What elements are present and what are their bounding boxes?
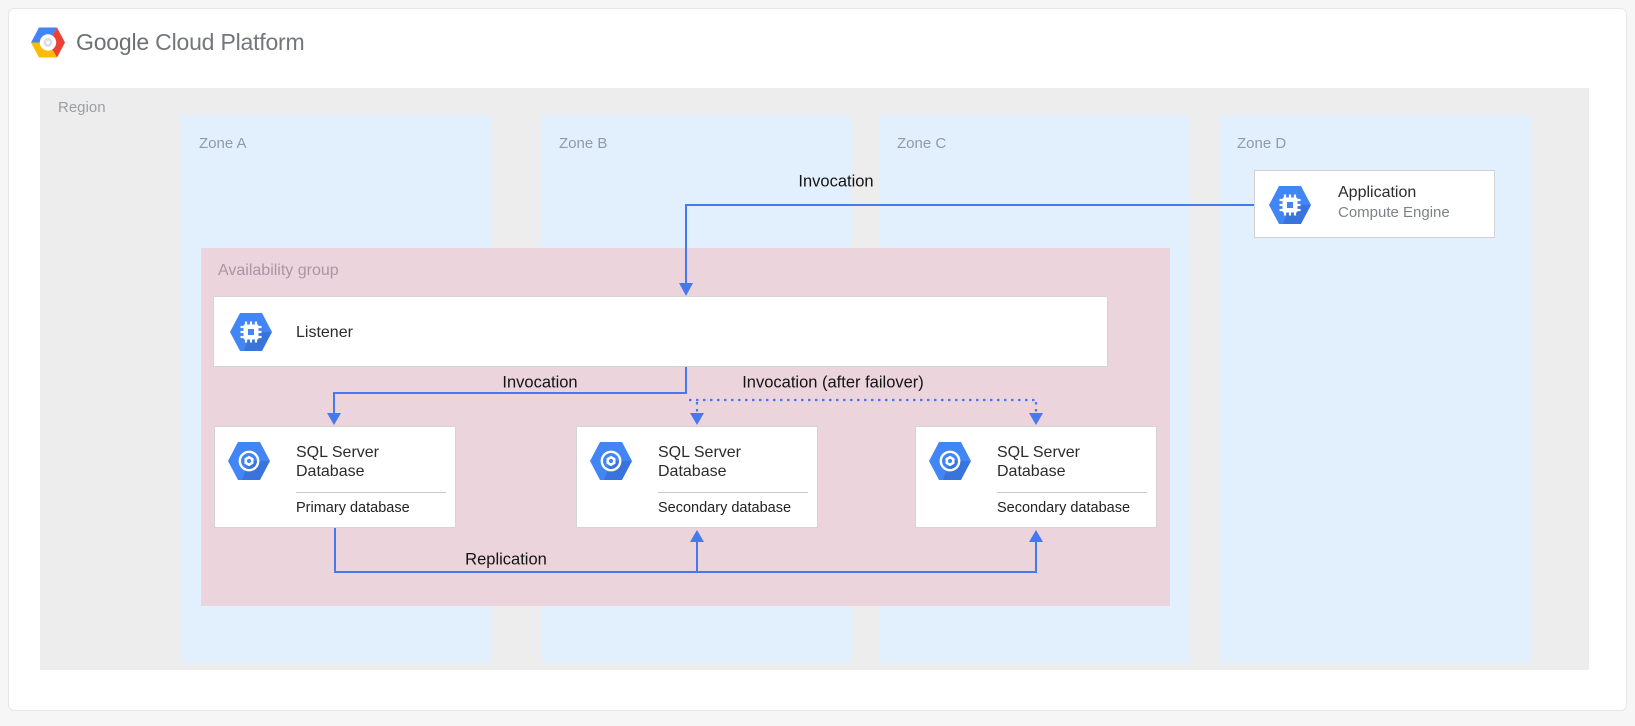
compute-engine-icon: [229, 312, 273, 352]
db-title: SQL Server Database: [296, 444, 379, 480]
db-title: SQL Server Database: [997, 444, 1080, 480]
application-node: Application Compute Engine: [1254, 170, 1495, 238]
region-label: Region: [58, 99, 106, 116]
label-invocation-top: Invocation: [798, 172, 874, 191]
listener-title: Listener: [296, 324, 353, 341]
application-title: Application: [1338, 184, 1417, 201]
db-role: Secondary database: [997, 500, 1131, 516]
sql-server-icon: [928, 441, 972, 481]
gcp-logo-text: Google Cloud Platform: [76, 29, 305, 55]
label-replication: Replication: [465, 550, 547, 569]
compute-engine-icon: [1268, 185, 1312, 225]
application-subtitle: Compute Engine: [1338, 204, 1450, 221]
db-role: Primary database: [296, 500, 410, 516]
db-divider: [997, 492, 1147, 493]
listener-node: Listener: [213, 296, 1108, 367]
label-invocation-listener: Invocation: [502, 373, 578, 392]
db-divider: [658, 492, 808, 493]
gcp-logo: Google Cloud Platform: [30, 26, 305, 59]
sql-server-primary-node: SQL Server Database Primary database: [214, 426, 456, 528]
db-role: Secondary database: [658, 500, 792, 516]
label-invocation-after-failover: Invocation (after failover): [742, 373, 924, 392]
sql-server-secondary-node-1: SQL Server Database Secondary database: [576, 426, 818, 528]
db-title: SQL Server Database: [658, 444, 741, 480]
db-divider: [296, 492, 446, 493]
sql-server-icon: [589, 441, 633, 481]
sql-server-icon: [227, 441, 271, 481]
availability-group-label: Availability group: [218, 262, 339, 279]
gcp-logo-icon: [31, 27, 65, 58]
sql-server-secondary-node-2: SQL Server Database Secondary database: [915, 426, 1157, 528]
